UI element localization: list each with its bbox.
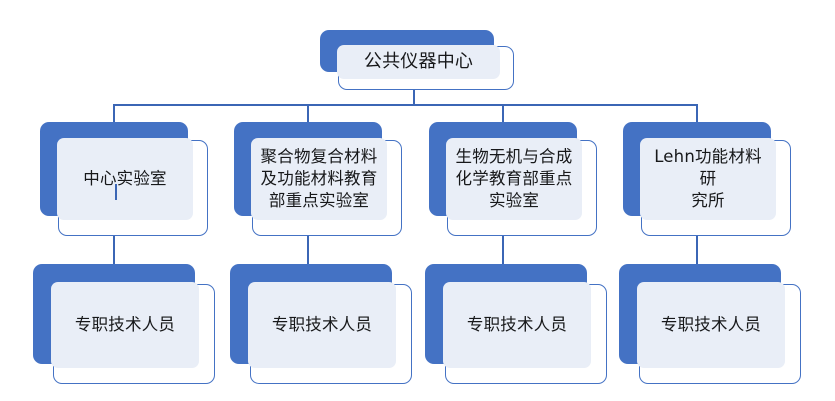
node-unit-3[interactable]: 生物无机与合成 化学教育部重点 实验室 bbox=[429, 122, 597, 236]
node-staff-1-face: 专职技术人员 bbox=[51, 282, 199, 368]
connector-drop-unit-4 bbox=[696, 104, 698, 124]
node-root-label: 公共仪器中心 bbox=[363, 51, 474, 73]
connector-unit-1-to-staff-1 bbox=[113, 231, 115, 264]
node-unit-1-label: 中心实验室 bbox=[83, 169, 167, 189]
node-unit-3-face: 生物无机与合成 化学教育部重点 实验室 bbox=[446, 138, 582, 220]
node-staff-4[interactable]: 专职技术人员 bbox=[619, 264, 801, 384]
node-unit-4[interactable]: Lehn功能材料研 究所 bbox=[623, 122, 791, 236]
node-staff-3[interactable]: 专职技术人员 bbox=[425, 264, 607, 384]
node-unit-2-label: 聚合物复合材料 及功能材料教育 部重点实验室 bbox=[260, 147, 378, 210]
node-staff-2-label: 专职技术人员 bbox=[271, 315, 373, 335]
connector-drop-unit-1 bbox=[113, 104, 115, 124]
connector-drop-unit-2 bbox=[307, 104, 309, 124]
node-staff-3-label: 专职技术人员 bbox=[466, 315, 568, 335]
stray-tick-artifact bbox=[115, 184, 117, 200]
node-root[interactable]: 公共仪器中心 bbox=[320, 30, 514, 90]
connector-unit-4-to-staff-4 bbox=[696, 231, 698, 264]
connector-root-stem bbox=[413, 74, 415, 106]
node-unit-4-face: Lehn功能材料研 究所 bbox=[640, 138, 776, 220]
node-unit-2-face: 聚合物复合材料 及功能材料教育 部重点实验室 bbox=[251, 138, 387, 220]
node-staff-2[interactable]: 专职技术人员 bbox=[230, 264, 412, 384]
node-staff-3-face: 专职技术人员 bbox=[443, 282, 591, 368]
connector-unit-3-to-staff-3 bbox=[502, 231, 504, 264]
node-unit-1-face: 中心实验室 bbox=[57, 138, 193, 220]
node-root-face: 公共仪器中心 bbox=[337, 45, 500, 79]
node-staff-2-face: 专职技术人员 bbox=[248, 282, 396, 368]
node-unit-3-label: 生物无机与合成 化学教育部重点 实验室 bbox=[455, 147, 573, 210]
node-unit-4-label: Lehn功能材料研 究所 bbox=[654, 147, 762, 210]
node-staff-1[interactable]: 专职技术人员 bbox=[33, 264, 215, 384]
node-staff-1-label: 专职技术人员 bbox=[74, 315, 176, 335]
node-staff-4-face: 专职技术人员 bbox=[637, 282, 785, 368]
connector-unit-2-to-staff-2 bbox=[307, 231, 309, 264]
connector-drop-unit-3 bbox=[502, 104, 504, 124]
node-unit-2[interactable]: 聚合物复合材料 及功能材料教育 部重点实验室 bbox=[234, 122, 402, 236]
connector-level2-bus bbox=[114, 104, 698, 106]
node-unit-1[interactable]: 中心实验室 bbox=[40, 122, 208, 236]
node-staff-4-label: 专职技术人员 bbox=[660, 315, 762, 335]
